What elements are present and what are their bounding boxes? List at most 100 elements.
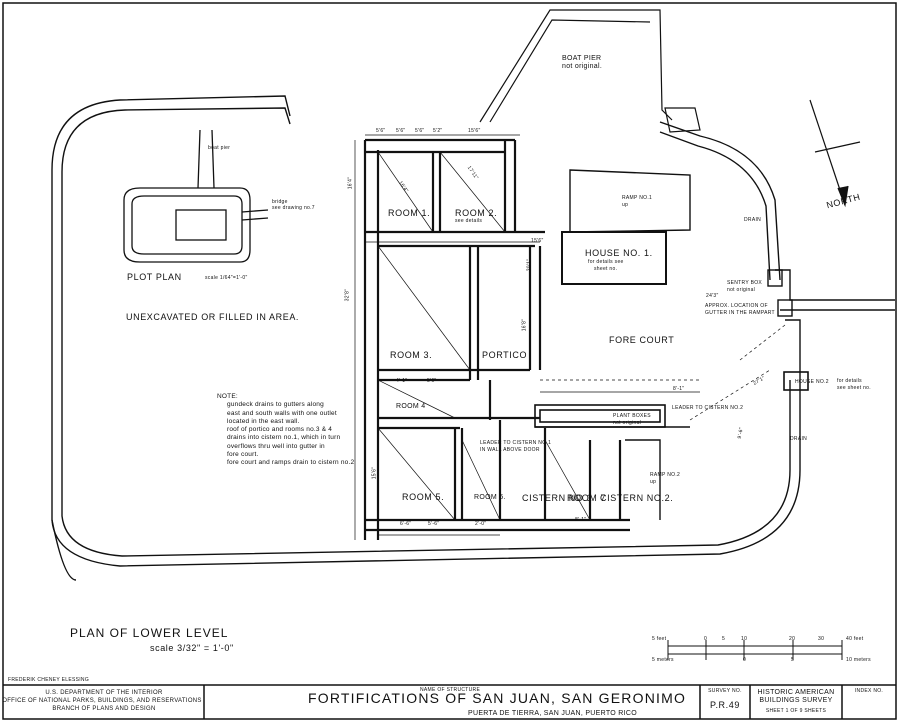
note-line: fore court.	[227, 451, 259, 459]
plant-boxes	[534, 404, 690, 428]
scale-tick: 0	[704, 636, 708, 642]
ramp-2-label: RAMP NO.2	[650, 472, 681, 478]
gutter-label-2: GUTTER IN THE RAMPART	[705, 310, 775, 316]
dimension-lines	[354, 134, 700, 540]
ramp-1	[569, 169, 691, 233]
plot-plan-scale: scale 1/64"=1'-0"	[205, 275, 248, 281]
ramp-2-dir: up	[650, 479, 657, 485]
plant-boxes-label: PLANT BOXES	[613, 413, 651, 419]
boat-pier-label: BOAT PIER	[562, 55, 602, 62]
scale-tick: 5	[722, 636, 726, 642]
building-walls	[363, 138, 630, 540]
plot-pier-label: boat pier	[208, 145, 231, 151]
dim-label: 5'6"	[415, 128, 425, 134]
structure-name: FORTIFICATIONS OF SAN JUAN, SAN GERONIMO	[308, 690, 687, 706]
leader-1-label: LEADER TO CISTERN NO.1	[480, 440, 552, 446]
east-wall	[767, 269, 895, 317]
room-6-label: ROOM 6.	[474, 494, 506, 501]
note-line: overflows thru well into gutter in	[227, 442, 325, 450]
dim-label: 15'6"	[468, 128, 481, 134]
survey-number: P.R.49	[710, 700, 740, 710]
dim-label: 24'3"	[706, 293, 719, 299]
rampart-wall	[51, 95, 801, 581]
delineator: FREDERIK CHENEY ELESSING	[8, 677, 90, 683]
plot-bridge-note: see drawing no.7	[272, 205, 315, 211]
fore-court-label: FORE COURT	[609, 335, 675, 345]
dim-label: 5'2"	[433, 128, 443, 134]
drain-lower-label: DRAIN	[790, 436, 808, 442]
room-5-label: ROOM 5.	[402, 492, 445, 502]
scale-meter-label: 10 meters	[846, 657, 871, 663]
room-4-label: ROOM 4	[396, 403, 426, 410]
dim-label: 20'1"	[526, 258, 533, 272]
plot-bridge-label: bridge	[272, 199, 288, 205]
gutter-label-1: APPROX. LOCATION OF	[705, 303, 768, 309]
ramp-2	[625, 439, 661, 520]
house-2	[783, 371, 809, 391]
habs-line-2: BUILDINGS SURVEY	[759, 697, 833, 704]
house-2-label: HOUSE NO.2	[795, 379, 829, 385]
dim-label: 15'6"	[531, 238, 544, 244]
dim-label: 5'6"	[376, 128, 386, 134]
note-line: fore court and ramps drain to cistern no…	[227, 459, 355, 467]
note-line: east and south walls with one outlet	[227, 409, 337, 417]
note-line: gundeck drains to gutters along	[227, 401, 324, 409]
dim-label: 6'-6"	[400, 521, 412, 527]
house-1-label: HOUSE NO. 1.	[585, 248, 653, 258]
dim-label: 15'6"	[371, 466, 378, 480]
sheet-count: SHEET 1 OF 9 SHEETS	[765, 708, 827, 714]
agency-line-3: BRANCH OF PLANS AND DESIGN	[52, 706, 156, 712]
leader-2-label: LEADER TO CISTERN NO.2	[672, 405, 744, 411]
plan-scale: scale 3/32" = 1'-0"	[150, 643, 234, 653]
house-2-note2: see sheet no.	[837, 385, 871, 391]
north-arrow	[809, 99, 861, 208]
structure-label: NAME OF STRUCTURE	[420, 687, 481, 693]
drain-upper-label: DRAIN	[744, 217, 762, 223]
portico-label: PORTICO	[482, 350, 528, 360]
ramp-1-dir: up	[622, 202, 629, 208]
scale-meter-prefix: 5 meters	[652, 657, 674, 663]
dim-label: 16'4"	[347, 176, 354, 190]
title-block-frame	[3, 684, 896, 719]
dim-label: 4'-1"	[396, 378, 408, 384]
ramp-1-label: RAMP NO.1	[622, 195, 653, 201]
scale-tick: 10	[741, 636, 748, 642]
dim-label: 5'-6"	[428, 521, 440, 527]
drainage-note: NOTE: gundeck drains to gutters along ea…	[217, 393, 355, 468]
cistern-1-label: CISTERN NO.1	[522, 493, 593, 503]
graphic-scale	[667, 640, 843, 660]
dim-label: 16'8"	[521, 318, 528, 332]
survey-label: SURVEY NO.	[708, 688, 742, 694]
boat-pier	[479, 9, 701, 133]
index-label: INDEX NO.	[854, 688, 884, 694]
sentry-box-note: not original	[727, 287, 756, 293]
house-1	[561, 231, 667, 285]
scale-tick: 0	[743, 657, 747, 663]
note-heading: NOTE:	[217, 393, 238, 400]
room-2-label: ROOM 2.	[455, 208, 498, 218]
scale-tick: 20	[789, 636, 796, 642]
dim-label: 8'-1"	[673, 386, 685, 392]
room-2-note: see details	[455, 218, 483, 224]
cistern-2-label: CISTERN NO.2.	[600, 493, 674, 503]
unexcavated-label: UNEXCAVATED OR FILLED IN AREA.	[126, 312, 300, 322]
dim-label: 5'6"	[396, 128, 406, 134]
plot-plan-inset	[123, 129, 269, 263]
agency-line-1: U.S. DEPARTMENT OF THE INTERIOR	[45, 690, 163, 696]
note-line: drains into cistern no.1, which in turn	[227, 434, 341, 442]
note-line: located in the east wall.	[227, 417, 300, 425]
scale-feet-prefix: 5 feet	[652, 636, 667, 642]
house-1-note2: sheet no.	[594, 266, 618, 272]
plan-title: PLAN OF LOWER LEVEL	[70, 626, 229, 640]
house-1-note1: for details see	[588, 259, 624, 265]
room-diagonals	[377, 151, 591, 521]
house-2-note1: for details	[837, 378, 862, 384]
dim-label: 32'8"	[344, 288, 351, 302]
sentry-box-label: SENTRY BOX	[727, 280, 763, 286]
leader-lines	[540, 324, 786, 421]
dim-label: 5'6"	[427, 378, 437, 384]
note-line: roof of portico and rooms no.3 & 4	[227, 426, 333, 434]
scale-tick: 30	[818, 636, 825, 642]
